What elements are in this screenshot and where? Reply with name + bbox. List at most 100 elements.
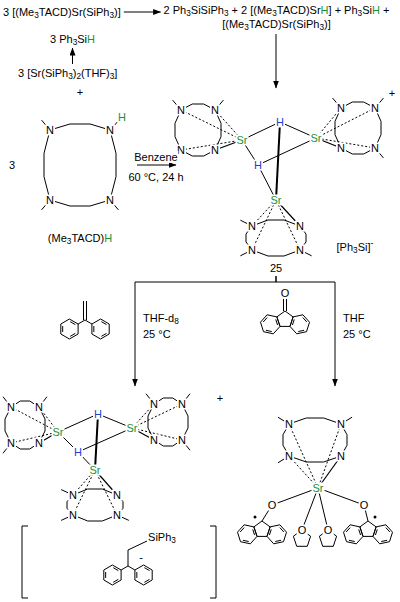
macrocycle-bridge xyxy=(289,418,341,424)
benzene-ring xyxy=(61,319,78,339)
atom-label: N xyxy=(247,221,257,232)
double-bond xyxy=(303,318,307,322)
reaction-arrow xyxy=(135,276,276,386)
atom-label: O xyxy=(267,500,278,511)
atom-label: N xyxy=(336,143,346,154)
atom-label: - xyxy=(138,552,144,563)
atom-label: [Ph3Si]- xyxy=(336,242,375,253)
atom-label: N xyxy=(6,402,16,413)
atom-label: N xyxy=(177,435,187,446)
atom-label: Sr xyxy=(310,133,323,144)
atom-label: N xyxy=(177,399,187,410)
structure-node: SrNNNNOOOO xyxy=(232,388,398,588)
benzene-ring xyxy=(92,319,109,339)
atom-label: 25 xyxy=(269,263,283,274)
double-bond xyxy=(253,529,255,535)
bond-line xyxy=(121,566,128,570)
benzene-ring xyxy=(344,525,364,544)
macrocycle-bridge xyxy=(44,130,50,200)
atom-label: N xyxy=(247,245,257,256)
atom-label: N xyxy=(210,145,220,156)
benzene-ring xyxy=(135,565,152,585)
metal-bond xyxy=(318,488,364,505)
macrocycle-bridge xyxy=(289,456,341,462)
double-bond xyxy=(240,528,244,532)
benzene-ring xyxy=(267,525,287,544)
bond-line xyxy=(128,541,147,550)
atom-label: N xyxy=(68,490,78,501)
atom-label: O xyxy=(297,525,308,536)
atom-label: Sr xyxy=(270,195,283,206)
double-bond xyxy=(283,297,284,311)
atom-label: N xyxy=(149,435,159,446)
atom-label: N xyxy=(295,245,305,256)
atom-label: H xyxy=(253,160,263,171)
macrocycle-bridge xyxy=(73,515,117,521)
atom-label: N xyxy=(68,510,78,521)
reaction-arrow xyxy=(276,276,335,386)
double-bond xyxy=(349,540,355,541)
double-bond xyxy=(144,579,149,582)
atom-label: H xyxy=(275,117,285,128)
atom-label: H xyxy=(93,409,103,420)
atom-label: N xyxy=(112,490,122,501)
atom-label: H xyxy=(73,447,83,458)
formula-text: 3 [Sr(SiPh3)2(THF)3] xyxy=(18,67,117,79)
atom-label: + xyxy=(388,88,396,99)
reaction-arrow xyxy=(276,34,277,88)
formula-text: 3 [(Me3TACD)Sr(SiPh3)] xyxy=(3,6,121,18)
double-bond xyxy=(136,572,137,578)
benzene-ring xyxy=(238,525,258,544)
atom-label: 3 xyxy=(8,160,16,171)
reaction-arrow xyxy=(137,165,176,166)
metal-bond xyxy=(258,138,316,165)
atom-label: O xyxy=(359,500,370,511)
double-bond xyxy=(298,330,304,331)
macrocycle-bridge xyxy=(110,130,116,200)
double-bond xyxy=(101,322,106,325)
structure-node: +SrSrSrHHNNNNNNNNNNNN[Ph3Si]-25 xyxy=(178,88,398,276)
atom-label: Sr xyxy=(312,483,325,494)
macrocycle-bridge xyxy=(252,250,300,256)
double-bond xyxy=(113,579,118,582)
double-bond xyxy=(266,330,272,331)
double-bond xyxy=(113,568,118,571)
bond-line xyxy=(128,566,135,570)
atom-label: N xyxy=(45,195,55,206)
double-bond xyxy=(86,301,87,320)
double-bond xyxy=(144,568,149,571)
annotation: 60 °C, 24 h xyxy=(127,171,184,183)
double-bond xyxy=(359,529,361,535)
atom-label: Sr xyxy=(236,135,249,146)
double-bond xyxy=(386,528,390,532)
double-bond xyxy=(62,326,63,332)
bond-line xyxy=(85,320,92,324)
bond-line xyxy=(128,550,129,566)
atom-label: Sr xyxy=(89,465,102,476)
bracket xyxy=(210,526,216,598)
structure-node: 3NNNNH(Me3TACD)H xyxy=(2,100,135,250)
macrocycle-bridge xyxy=(252,220,300,226)
reaction-arrow xyxy=(72,48,73,64)
double-bond xyxy=(243,540,249,541)
double-bond xyxy=(292,319,294,325)
atom-label: N xyxy=(34,402,44,413)
double-bond xyxy=(280,528,284,532)
benzene-ring xyxy=(373,525,393,544)
radical-dot xyxy=(254,516,257,519)
double-bond xyxy=(93,326,94,332)
bond-line xyxy=(78,320,85,324)
benzene-ring xyxy=(104,565,121,585)
annotation: + xyxy=(76,86,84,98)
atom-label: (Me3TACD)H xyxy=(47,233,113,244)
benzene-ring xyxy=(290,315,310,334)
formula-node: 3 Ph3SiH xyxy=(50,32,95,46)
atom-label: N xyxy=(112,510,122,521)
radical-dot xyxy=(374,516,377,519)
annotation: 25 °C xyxy=(142,328,172,340)
structure-node: +SrSrSrHHNNNNNNNNNNNNSiPh3- xyxy=(2,388,228,600)
atom-label: N xyxy=(336,419,346,430)
double-bond xyxy=(346,528,350,532)
formula-text: 3 Ph3SiH xyxy=(50,33,95,45)
